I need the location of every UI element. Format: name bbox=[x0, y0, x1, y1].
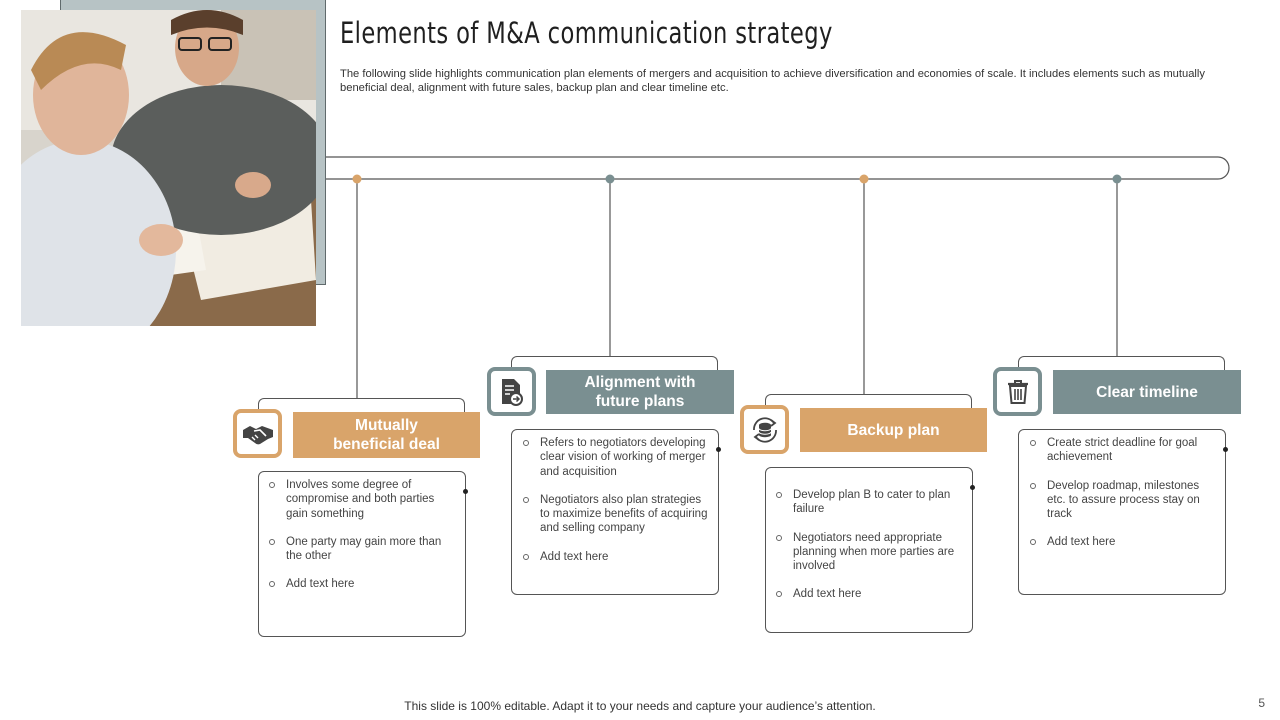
element-1-bullet-2: One party may gain more than the other bbox=[266, 535, 458, 564]
element-1-tab bbox=[258, 398, 465, 414]
element-2-bullet-1: Refers to negotiators developing clear v… bbox=[520, 436, 712, 479]
slide-subtitle: The following slide highlights communica… bbox=[340, 68, 1205, 94]
element-4-heading-line1: Clear timeline bbox=[1096, 383, 1198, 401]
element-4-icon-box bbox=[993, 367, 1042, 416]
page-number: 5 bbox=[1258, 696, 1265, 710]
element-2-corner-dot bbox=[716, 447, 721, 452]
element-1-heading-line2: beneficial deal bbox=[333, 436, 440, 453]
element-3-tab bbox=[765, 394, 972, 410]
business-meeting-photo bbox=[21, 10, 316, 326]
timeline-node-3 bbox=[859, 174, 869, 184]
element-2-bullet-2: Negotiators also plan strategies to maxi… bbox=[520, 493, 712, 536]
element-2-icon-box bbox=[487, 367, 536, 416]
element-2-bullet-3: Add text here bbox=[520, 550, 712, 564]
element-3-corner-dot bbox=[970, 485, 975, 490]
element-1-bullets: Involves some degree of compromise and b… bbox=[266, 478, 458, 606]
element-4-bullet-1: Create strict deadline for goal achievem… bbox=[1027, 436, 1207, 465]
handshake-icon bbox=[242, 425, 273, 444]
element-1-heading: Mutually beneficial deal bbox=[293, 412, 480, 458]
element-2-heading: Alignment with future plans bbox=[546, 370, 734, 414]
document-arrow-icon bbox=[501, 378, 523, 406]
element-1-icon-box bbox=[233, 409, 282, 458]
trash-icon bbox=[1007, 379, 1028, 404]
element-4-bullet-3: Add text here bbox=[1027, 535, 1207, 549]
element-4-tab bbox=[1018, 356, 1225, 372]
element-3-heading: Backup plan bbox=[800, 408, 987, 452]
element-2-tab bbox=[511, 356, 718, 372]
element-3-heading-line1: Backup plan bbox=[847, 421, 940, 439]
element-4-heading: Clear timeline bbox=[1053, 370, 1241, 414]
element-3-bullet-3: Add text here bbox=[773, 587, 965, 601]
timeline-node-1 bbox=[352, 174, 362, 184]
slide-title: Elements of M&A communication strategy bbox=[340, 16, 833, 50]
element-1-heading-line1: Mutually bbox=[355, 417, 418, 434]
element-3-icon-box bbox=[740, 405, 789, 454]
element-1-corner-dot bbox=[463, 489, 468, 494]
element-4-corner-dot bbox=[1223, 447, 1228, 452]
element-1-bullet-1: Involves some degree of compromise and b… bbox=[266, 478, 458, 521]
element-3-bullet-2: Negotiators need appropriate planning wh… bbox=[773, 531, 965, 574]
timeline-node-2 bbox=[605, 174, 615, 184]
element-1-card bbox=[258, 471, 466, 637]
element-4-card bbox=[1018, 429, 1226, 595]
database-refresh-icon bbox=[752, 416, 777, 443]
element-2-heading-line2: future plans bbox=[595, 393, 685, 410]
element-1-bullet-3: Add text here bbox=[266, 577, 458, 591]
element-4-bullet-2: Develop roadmap, milestones etc. to assu… bbox=[1027, 479, 1207, 522]
element-3-card bbox=[765, 467, 973, 633]
element-2-card bbox=[511, 429, 719, 595]
element-3-bullets: Develop plan B to cater to plan failure … bbox=[773, 488, 965, 616]
element-3-bullet-1: Develop plan B to cater to plan failure bbox=[773, 488, 965, 517]
timeline-node-4 bbox=[1112, 174, 1122, 184]
element-4-bullets: Create strict deadline for goal achievem… bbox=[1027, 436, 1207, 564]
slide-footer: This slide is 100% editable. Adapt it to… bbox=[404, 699, 876, 713]
element-2-heading-line1: Alignment with bbox=[584, 374, 696, 391]
timeline-rail bbox=[326, 156, 1230, 180]
element-2-bullets: Refers to negotiators developing clear v… bbox=[520, 436, 712, 578]
